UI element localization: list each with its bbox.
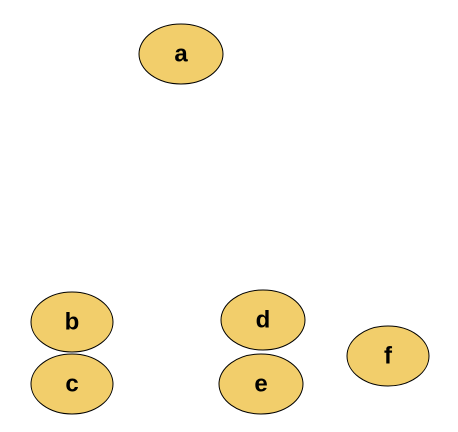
- node-f-ellipse: [346, 325, 430, 387]
- node-b-ellipse: [30, 291, 114, 353]
- node-d-ellipse: [220, 289, 306, 351]
- node-a-label: a: [174, 40, 188, 67]
- node-f: f: [346, 325, 430, 387]
- node-e-ellipse: [218, 353, 304, 415]
- node-f-label: f: [384, 342, 393, 369]
- node-e: e: [218, 353, 304, 415]
- node-d: d: [220, 289, 306, 351]
- node-b-label: b: [65, 308, 80, 335]
- node-a-ellipse: [138, 23, 224, 85]
- node-c: c: [30, 353, 114, 415]
- node-e-label: e: [254, 370, 267, 397]
- node-c-ellipse: [30, 353, 114, 415]
- node-c-label: c: [65, 370, 78, 397]
- node-b: b: [30, 291, 114, 353]
- node-a: a: [138, 23, 224, 85]
- node-d-label: d: [256, 306, 271, 333]
